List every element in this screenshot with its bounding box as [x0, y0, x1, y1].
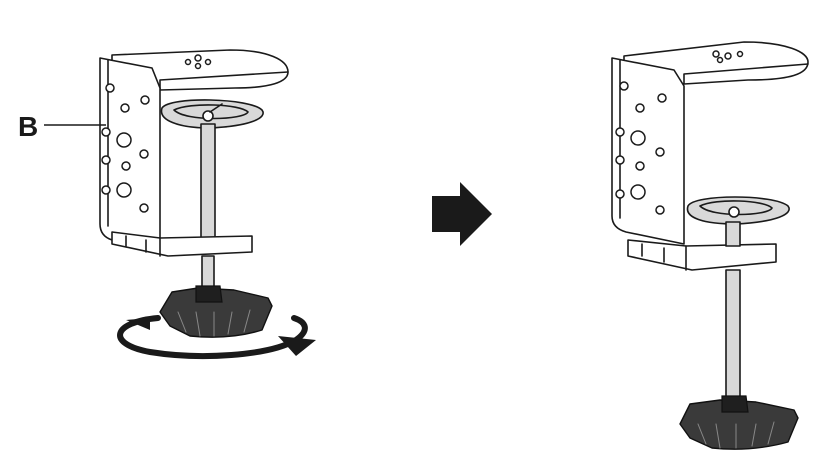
tightening-knob: [159, 287, 273, 338]
step-arrow-icon: [432, 182, 492, 246]
lower-jaw: [627, 239, 777, 271]
vertical-plate: [611, 57, 685, 245]
threaded-rod: [725, 269, 741, 399]
lower-jaw: [111, 231, 253, 257]
tightening-knob: [679, 399, 799, 450]
clamp-after: [611, 41, 809, 450]
threaded-rod: [200, 123, 216, 243]
rotation-arrowhead: [278, 336, 316, 356]
rotation-arrow: [117, 315, 308, 359]
vertical-plate: [99, 57, 161, 251]
callout-label: B: [18, 111, 38, 142]
plate-hole: [105, 83, 115, 93]
clamp-before: B: [18, 49, 316, 359]
